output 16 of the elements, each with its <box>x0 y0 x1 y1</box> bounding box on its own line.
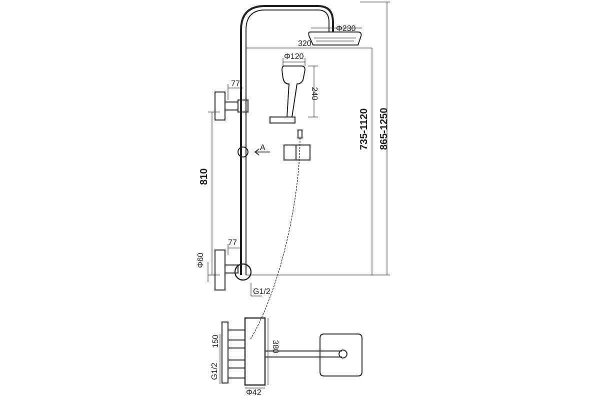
dimension-label: 77 <box>228 239 237 247</box>
dimension-label: Φ42 <box>246 389 262 397</box>
dimension-label: Φ120 <box>284 53 304 61</box>
dimension-label: 735-1120 <box>360 108 370 150</box>
dimension-label: 865-1250 <box>380 108 390 150</box>
dimension-label: G1/2 <box>211 362 219 380</box>
dimension-label: 380 <box>271 340 279 354</box>
dimension-label: Φ60 <box>197 252 205 268</box>
dimension-label: Φ230 <box>336 25 356 33</box>
dimension-label: A <box>260 144 266 152</box>
dimension-label: 810 <box>200 168 210 185</box>
dimension-label: G1/2 <box>253 288 270 296</box>
dimension-label: 240 <box>310 87 318 100</box>
dimension-label: 320 <box>298 40 312 48</box>
dimension-label: 77 <box>231 80 240 88</box>
dimension-label: 150 <box>212 334 220 348</box>
